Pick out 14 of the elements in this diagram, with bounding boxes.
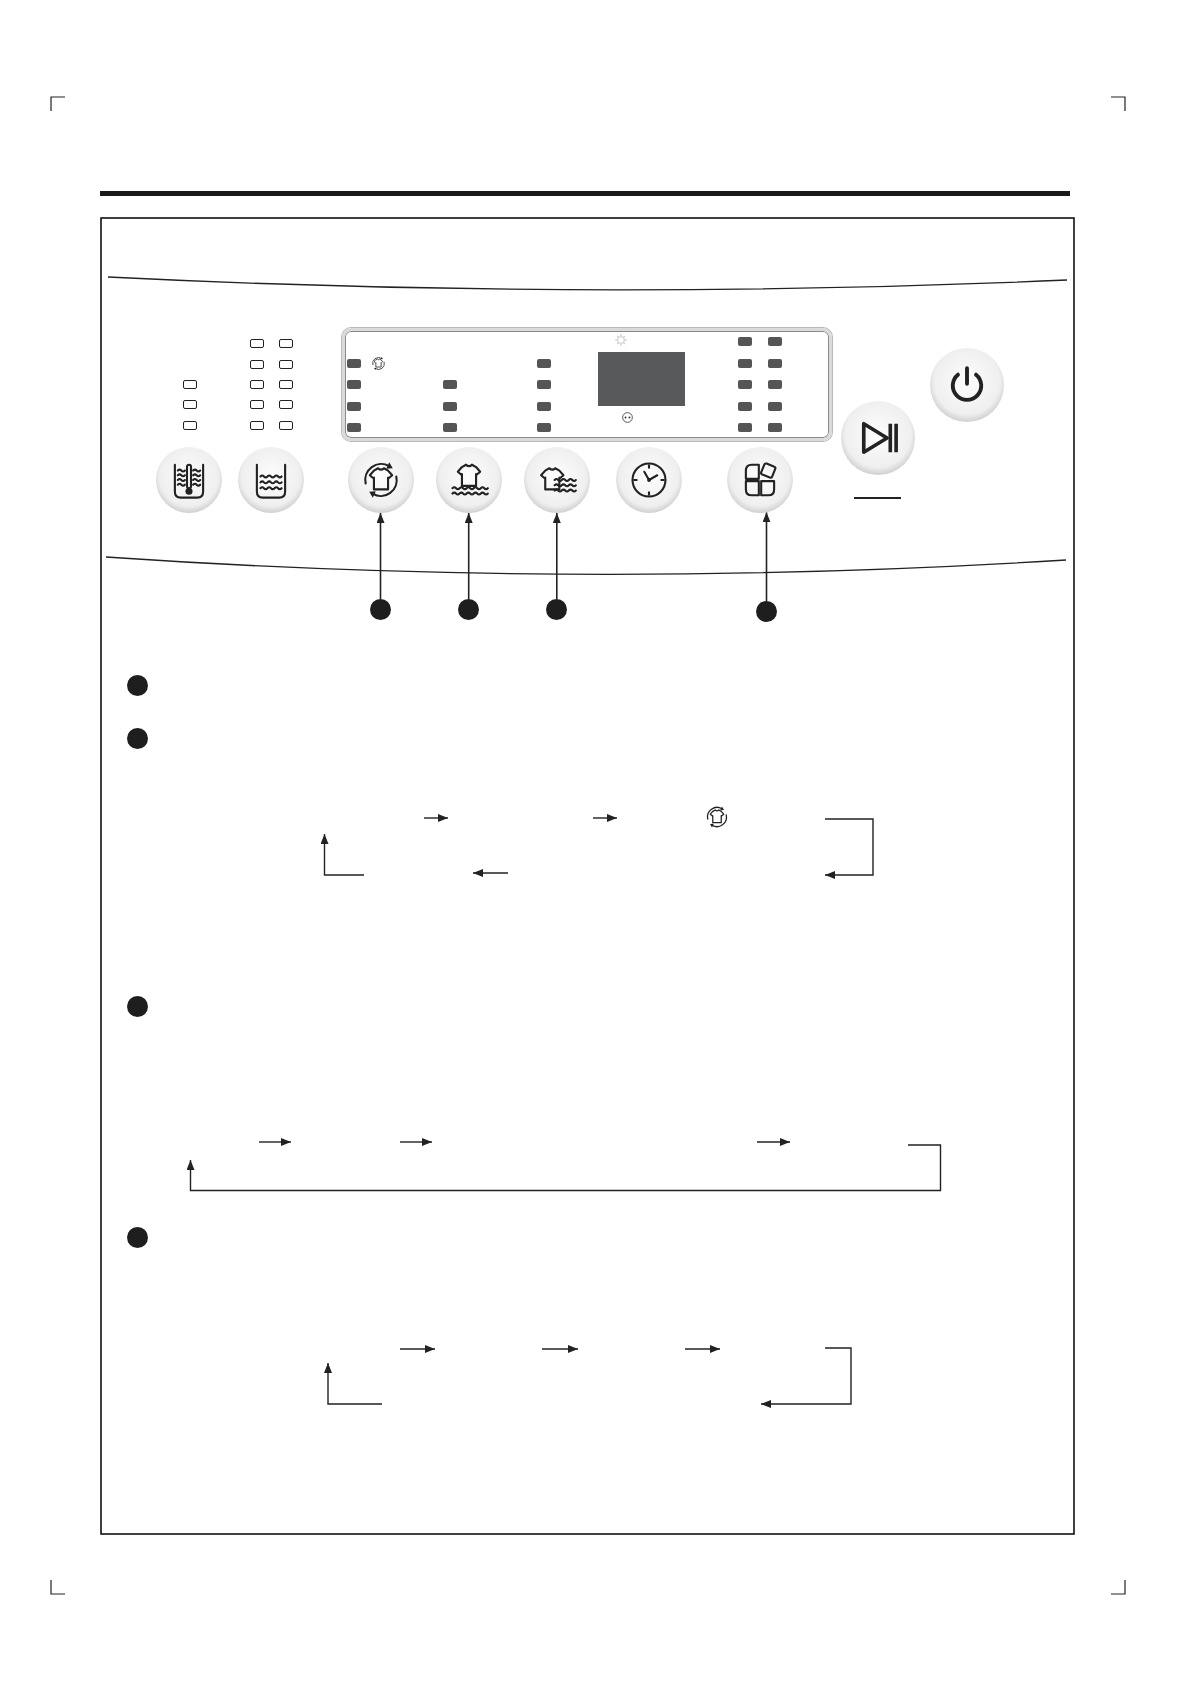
leader-arrow: [376, 512, 385, 600]
leader-arrow: [552, 512, 561, 600]
display-screen: [598, 352, 685, 406]
callout-dot: [370, 599, 391, 620]
callout-dot: [458, 599, 480, 620]
leader-arrow: [464, 512, 473, 600]
leader-arrow: [762, 511, 771, 602]
bullet-dot: [127, 675, 149, 696]
bullet-dot: [127, 727, 149, 749]
bullet-dot: [127, 1227, 149, 1248]
callout-dot: [756, 601, 777, 622]
display-panel: [342, 328, 832, 441]
callout-dot: [546, 599, 568, 620]
bullet-dot: [127, 995, 149, 1017]
